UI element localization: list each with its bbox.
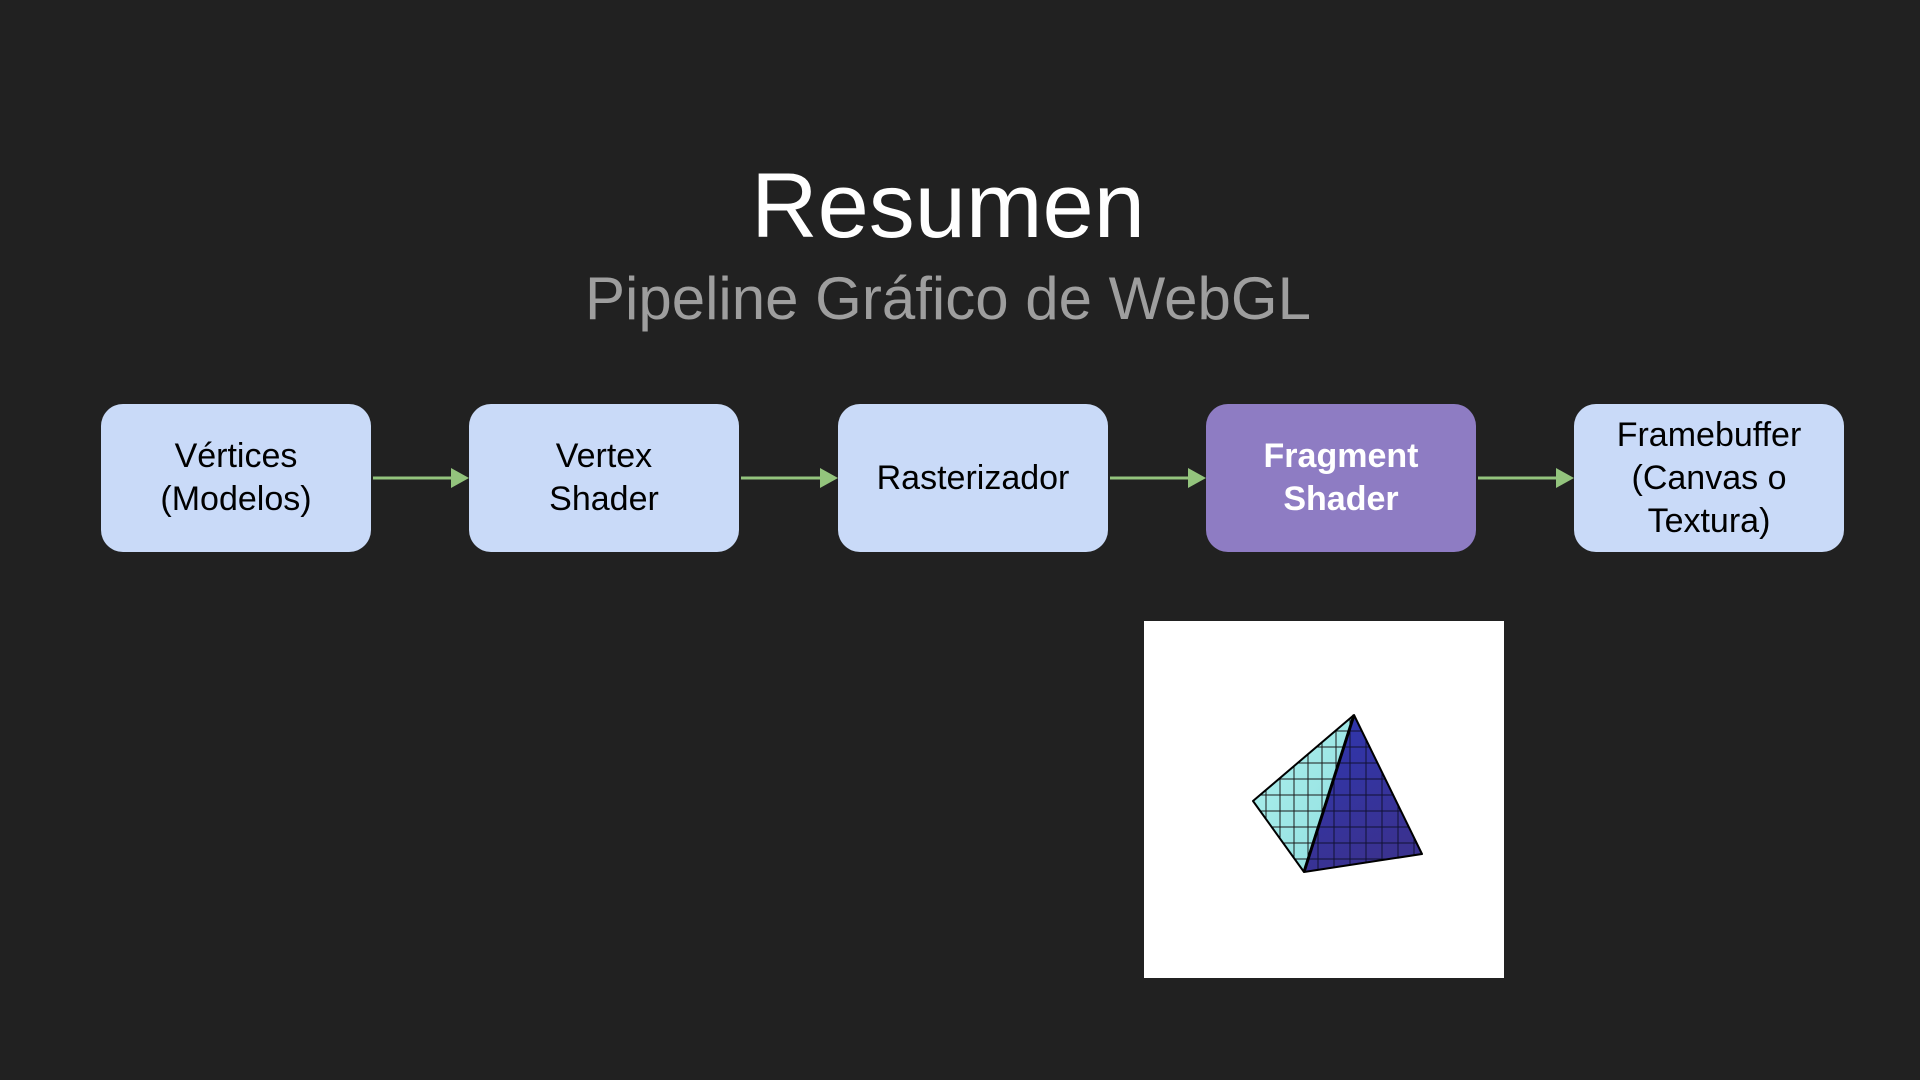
- tetrahedron-illustration: [1144, 621, 1504, 978]
- tetrahedron-light-face: [1253, 715, 1354, 872]
- stage-label: Vertex Shader: [549, 437, 659, 518]
- stage-fragment-shader: Fragment Shader: [1206, 404, 1476, 552]
- stage-framebuffer: Framebuffer (Canvas o Textura): [1574, 404, 1844, 552]
- stage-label: Fragment Shader: [1263, 437, 1419, 518]
- arrowhead-4: [1556, 468, 1574, 488]
- stage-label: Vértices (Modelos): [160, 437, 312, 518]
- stage-rasterizer: Rasterizador: [838, 404, 1108, 552]
- stage-label: Rasterizador: [876, 458, 1070, 497]
- stage-vertices: Vértices (Modelos): [101, 404, 371, 552]
- arrowhead-2: [820, 468, 838, 488]
- arrowhead-1: [451, 468, 469, 488]
- stage-vertex-shader: Vertex Shader: [469, 404, 739, 552]
- arrowhead-3: [1188, 468, 1206, 488]
- stage-label: Framebuffer (Canvas o Textura): [1616, 415, 1802, 540]
- slide-subtitle: Pipeline Gráfico de WebGL: [585, 265, 1311, 332]
- slide-title: Resumen: [751, 155, 1145, 257]
- tetrahedron-icon: [1252, 714, 1423, 873]
